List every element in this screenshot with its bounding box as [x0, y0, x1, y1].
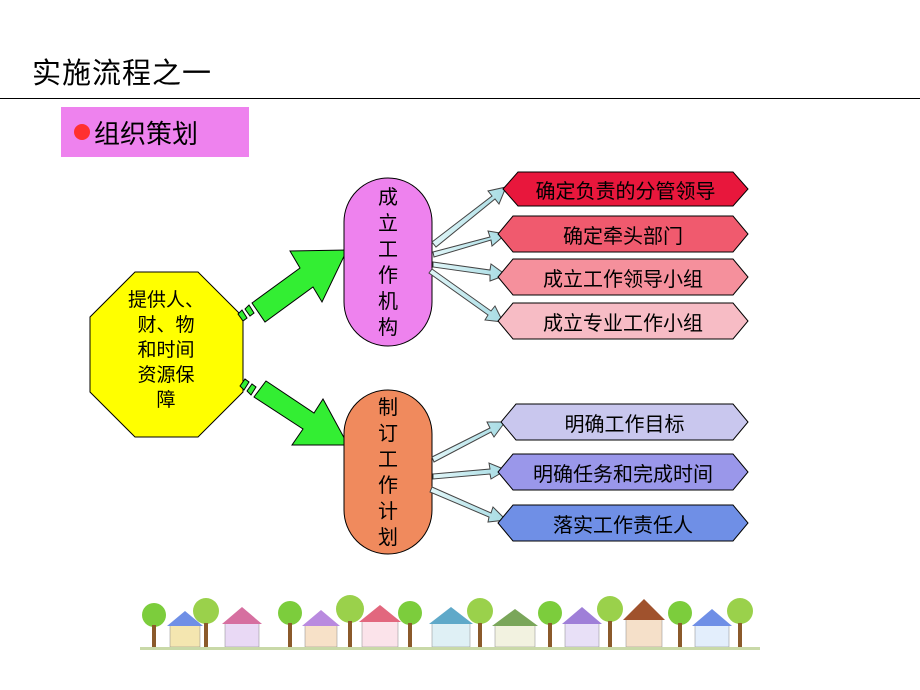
- item-label-2-1: 明确工作目标: [564, 411, 685, 436]
- item-box-2-2: [497, 453, 749, 491]
- branch-char: 订: [378, 421, 398, 445]
- connectors-branch-1: [428, 186, 508, 323]
- item-box-1-3: [497, 258, 749, 296]
- branch-label-1: 成 立 工 作 机 构: [344, 178, 432, 346]
- bullet-icon: [74, 124, 90, 140]
- item-label-2-2: 明确任务和完成时间: [533, 461, 713, 486]
- branch-capsule-2: [343, 389, 433, 555]
- branch-char: 制: [378, 395, 398, 419]
- ground: [140, 647, 760, 650]
- branch-capsule-1: [343, 177, 433, 347]
- section-label: 组织策划: [94, 119, 199, 150]
- arrow-to-branch-2: [239, 378, 349, 446]
- item-box-1-4: [497, 302, 749, 340]
- branch-char: 工: [378, 237, 398, 261]
- branch-char: 作: [378, 473, 398, 497]
- branch-char: 机: [378, 289, 398, 313]
- section-badge: 组织策划: [61, 107, 249, 157]
- connectors-branch-2: [429, 421, 508, 523]
- branch-char: 划: [378, 525, 398, 549]
- branch-char: 立: [378, 211, 398, 235]
- source-line: 和时间: [137, 339, 195, 361]
- branch-char: 成: [378, 185, 398, 209]
- branch-char: 构: [378, 315, 398, 339]
- item-box-2-1: [500, 403, 749, 441]
- item-box-1-2: [497, 215, 749, 253]
- item-box-1-1: [502, 171, 749, 207]
- item-label-1-2: 确定牵头部门: [563, 223, 683, 248]
- branch-label-2: 制 订 工 作 计 划: [344, 390, 432, 554]
- branch-char: 计: [378, 499, 398, 523]
- source-line: 财、物: [137, 314, 195, 336]
- branch-char: 工: [378, 447, 398, 471]
- item-box-2-3: [497, 504, 749, 542]
- village-illustration: [140, 595, 760, 650]
- item-label-1-1: 确定负责的分管领导: [535, 178, 716, 203]
- item-label-1-4: 成立专业工作小组: [543, 310, 703, 335]
- source-label: 提供人、 财、物 和时间 资源保 障: [100, 288, 232, 413]
- title-divider: [0, 98, 920, 99]
- source-line: 资源保: [137, 364, 195, 386]
- tree-icon: [142, 595, 753, 647]
- arrow-to-branch-1: [237, 249, 348, 323]
- slide-title: 实施流程之一: [32, 56, 213, 90]
- source-line: 障: [156, 389, 176, 411]
- branch-char: 作: [378, 263, 398, 287]
- item-label-2-3: 落实工作责任人: [553, 512, 693, 537]
- house-icon: [167, 599, 732, 648]
- source-octagon: [89, 271, 244, 438]
- source-line: 提供人、: [127, 289, 204, 311]
- item-label-1-3: 成立工作领导小组: [543, 266, 703, 291]
